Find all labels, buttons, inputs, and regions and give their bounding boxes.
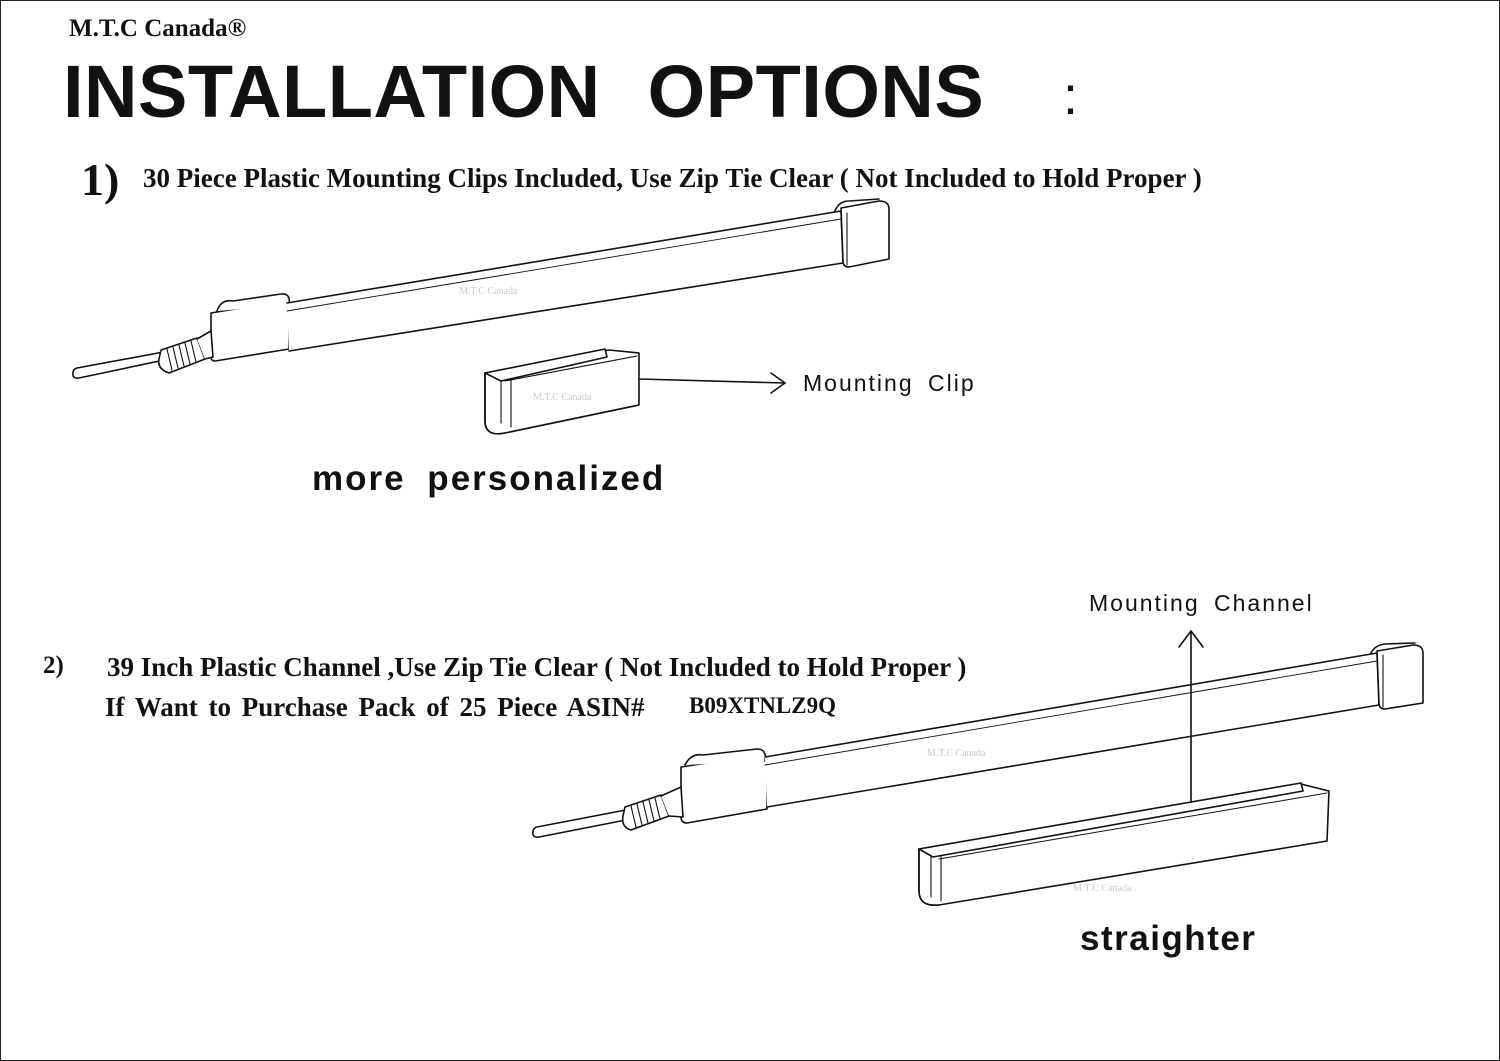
option-1-text: 30 Piece Plastic Mounting Clips Included… — [143, 163, 1202, 193]
title-colon: : — [1063, 66, 1079, 126]
neon-strip-illustration-1 — [72, 198, 890, 379]
neon-strip-illustration-2 — [532, 642, 1424, 838]
page-title: INSTALLATION OPTIONS — [63, 50, 985, 133]
watermark-1: M.T.C Canada — [459, 286, 518, 297]
mounting-clip-label: Mounting Clip — [803, 370, 976, 396]
mounting-clip-illustration — [484, 348, 640, 435]
option-2-text: 39 Inch Plastic Channel ,Use Zip Tie Cle… — [107, 652, 967, 682]
asin-code: B09XTNLZ9Q — [689, 693, 836, 718]
mounting-channel-illustration — [918, 782, 1330, 907]
arrow-up-icon — [1178, 630, 1204, 802]
watermark-2: M.T.C Canada — [533, 392, 592, 403]
watermark-3: M.T.C Canada — [927, 748, 986, 759]
option-1-caption: more personalized — [312, 459, 666, 498]
mounting-channel-label: Mounting Channel — [1089, 590, 1314, 616]
watermarks: M.T.C Canada M.T.C Canada M.T.C Canada M… — [459, 286, 1132, 894]
option-2-number: 2) — [43, 652, 64, 679]
arrow-right-icon — [638, 372, 786, 394]
option-2-purchase-text: If Want to Purchase Pack of 25 Piece ASI… — [105, 692, 645, 722]
option-2-caption: straighter — [1080, 919, 1257, 958]
watermark-4: M.T.C Canada — [1073, 883, 1132, 894]
option-1-number: 1) — [81, 154, 120, 205]
brand-name: M.T.C Canada® — [69, 15, 247, 42]
